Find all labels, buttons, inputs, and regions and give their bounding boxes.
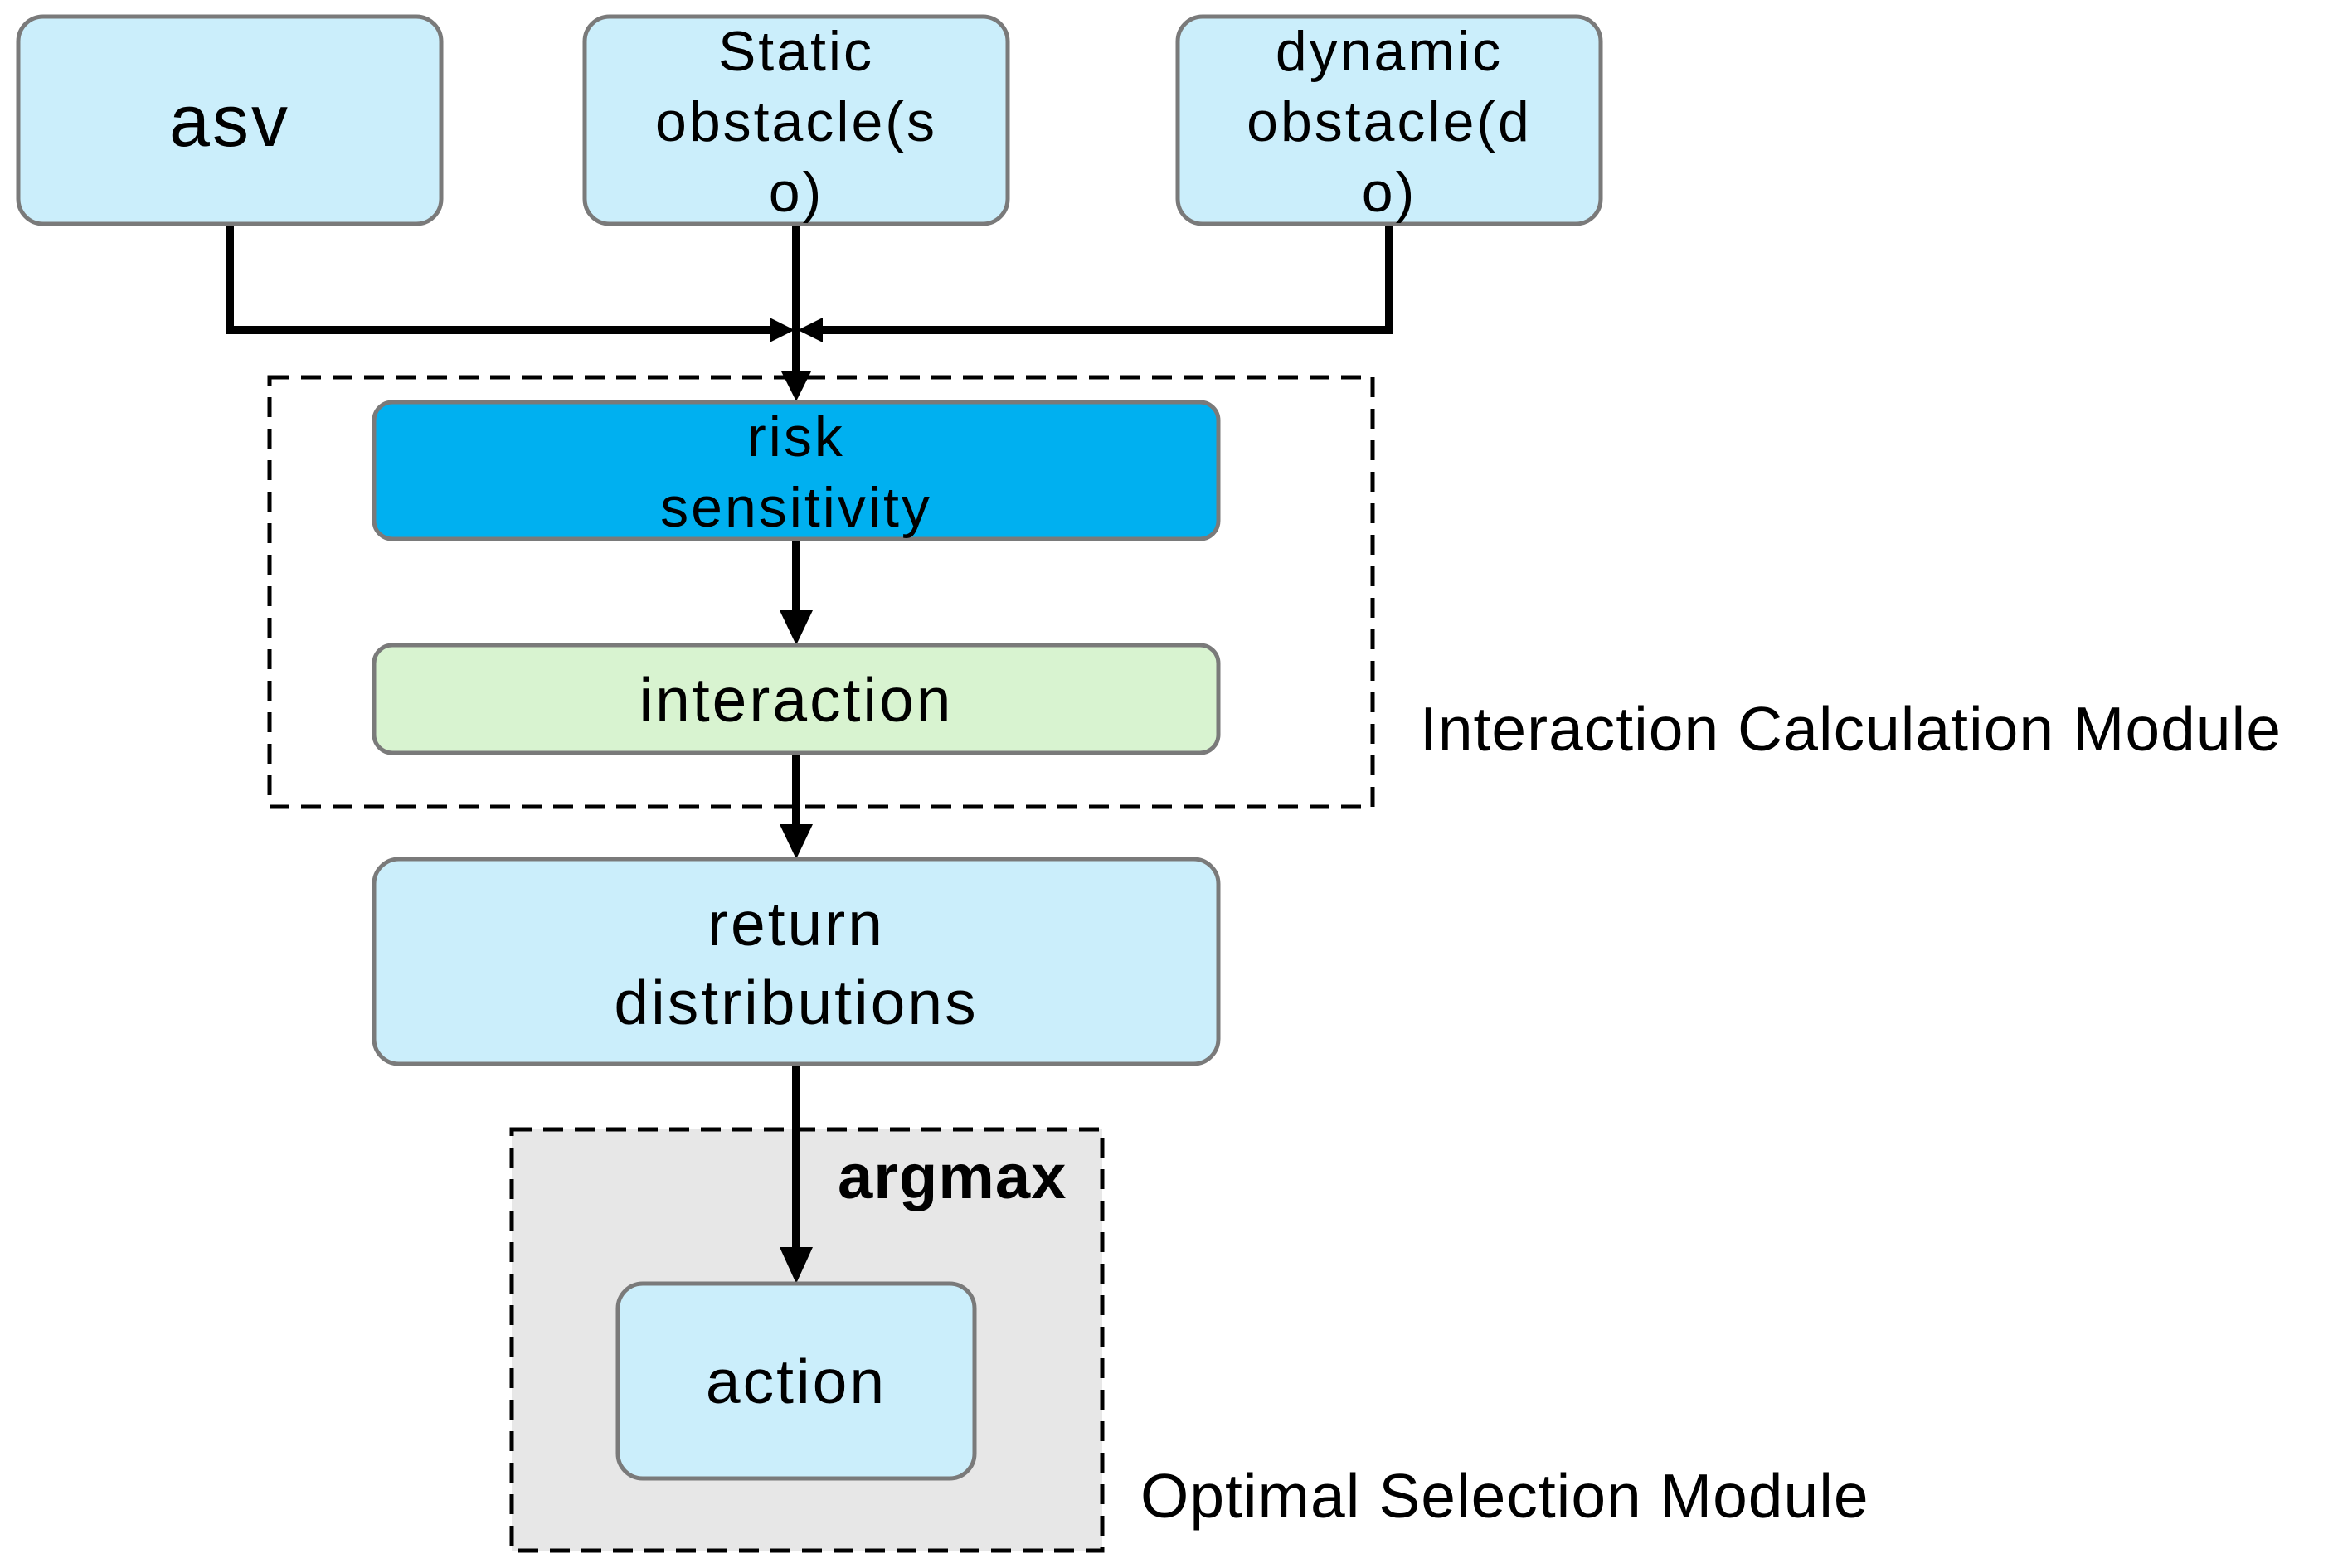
node-risk-sensitivity-line-1: risk [747, 405, 845, 468]
node-static-obstacle-line-1: Static [718, 20, 874, 83]
node-risk-sensitivity: risk sensitivity [372, 400, 1221, 541]
node-return-distributions-line-2: distributions [614, 968, 978, 1037]
node-return-distributions-line-1: return [707, 889, 885, 959]
interaction-calculation-module-frame [267, 375, 1375, 809]
node-asv: asv [16, 14, 444, 226]
arrowhead-dynamic-obstacle [798, 318, 823, 342]
node-interaction-label: interaction [639, 665, 953, 735]
node-risk-sensitivity-line-2: sensitivity [660, 476, 932, 539]
node-action: action [615, 1281, 977, 1481]
connector-dynamic-obstacle [819, 224, 1393, 334]
module-label-interaction-calculation: Interaction Calculation Module [1420, 694, 2282, 764]
node-dynamic-obstacle-line-2: obstacle(d [1247, 90, 1532, 153]
node-action-label: action [706, 1347, 887, 1416]
node-dynamic-obstacle-line-3: o) [1362, 161, 1417, 224]
node-dynamic-obstacle-line-1: dynamic [1276, 20, 1503, 83]
node-static-obstacle: Static obstacle(s o) [582, 14, 1010, 226]
node-asv-label: asv [169, 80, 290, 162]
module-label-optimal-selection: Optimal Selection Module [1140, 1461, 1869, 1531]
arrowhead-return-to-action [780, 1247, 813, 1284]
node-static-obstacle-line-2: obstacle(s [655, 90, 937, 153]
arrowhead-asv [770, 318, 795, 342]
node-interaction: interaction [372, 643, 1221, 755]
connector-asv [226, 224, 773, 334]
arrowhead-interaction-to-return [780, 824, 813, 859]
node-dynamic-obstacle: dynamic obstacle(d o) [1175, 14, 1603, 226]
arrowhead-static-obstacle [781, 371, 811, 401]
node-static-obstacle-line-3: o) [769, 161, 824, 224]
edge-label-argmax: argmax [838, 1142, 1067, 1212]
node-return-distributions: return distributions [372, 857, 1221, 1066]
arrowhead-risk-to-interaction [780, 610, 813, 645]
